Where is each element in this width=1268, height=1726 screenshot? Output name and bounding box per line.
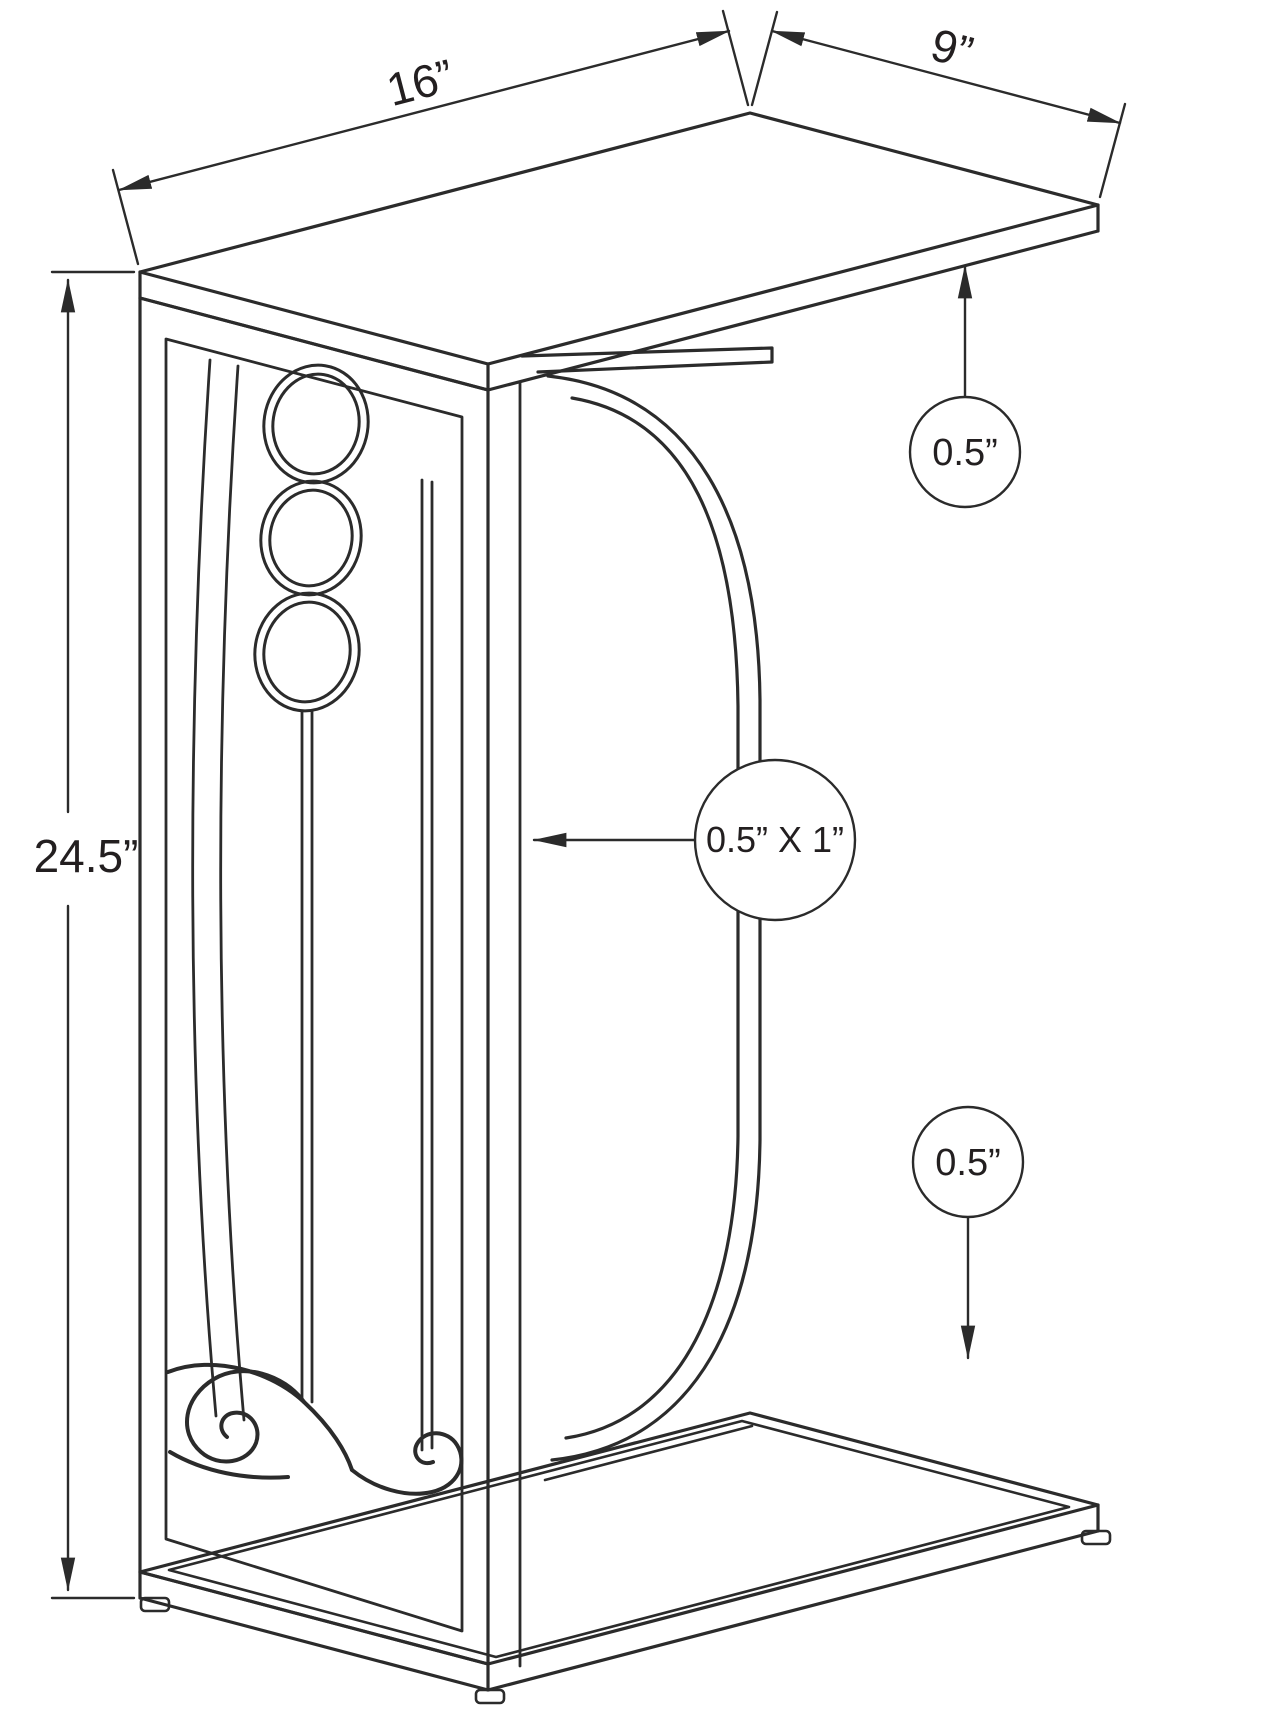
base-shelf <box>138 1411 1100 1692</box>
table-drawing <box>138 111 1112 1705</box>
ring-middle-inner <box>268 488 354 588</box>
decorative-scrolls <box>166 1362 464 1496</box>
callout-top-thickness: 0.5” <box>908 264 1022 509</box>
callout-circle <box>911 1105 1025 1219</box>
left-long-curve-b <box>219 364 246 1422</box>
scroll-left-spiral <box>185 1369 306 1464</box>
dimension-line <box>117 29 731 192</box>
callout-label-base-thickness: 0.5” <box>935 1142 1000 1184</box>
base-back-rail <box>543 1424 754 1482</box>
tabletop-surface <box>138 111 1100 366</box>
center-rod <box>300 709 314 1404</box>
extension-line-right <box>721 9 750 107</box>
support-curve-inner <box>564 396 740 1440</box>
callout-label-frame-tube: 0.5” X 1” <box>706 819 844 860</box>
base-thickness-edges <box>138 1503 1100 1692</box>
support-top-rail <box>520 346 774 374</box>
scroll-right-spiral <box>350 1431 464 1496</box>
callout-circle <box>908 395 1022 509</box>
tabletop <box>138 111 1100 392</box>
panel-inner-frame <box>164 337 464 1633</box>
dimension-label-9: 9” <box>926 18 979 79</box>
decorative-rings <box>253 363 370 713</box>
extension-line-left <box>111 168 140 266</box>
support-curve-outer <box>546 374 762 1462</box>
base-top-face <box>138 1411 1100 1666</box>
feet <box>139 1529 1112 1705</box>
callout-label-top-thickness: 0.5” <box>932 432 997 474</box>
foot-right <box>1080 1529 1112 1546</box>
dimension-height: 24.5” <box>34 270 139 1600</box>
ring-bottom-inner <box>262 600 352 704</box>
base-inner-lip <box>167 1419 1071 1659</box>
right-rod <box>420 478 434 1452</box>
ring-top-inner <box>271 372 361 476</box>
callout-base-thickness: 0.5” <box>911 1105 1025 1360</box>
foot-left <box>139 1596 171 1613</box>
extension-line-left <box>750 10 779 107</box>
left-long-curve-a <box>191 358 218 1418</box>
dimension-label-height: 24.5” <box>34 830 139 882</box>
dimension-line <box>770 29 1122 125</box>
dimension-label-16: 16” <box>381 49 458 116</box>
decorative-rods <box>191 358 434 1452</box>
foot-front <box>474 1688 506 1705</box>
ring-bottom-outer <box>253 591 361 713</box>
scroll-lower-sweep <box>168 1450 290 1480</box>
scroll-sweep <box>166 1362 354 1472</box>
tabletop-thickness-edges <box>138 203 1100 392</box>
curved-support <box>520 346 774 1462</box>
callout-frame-tube: 0.5” X 1” <box>532 758 857 922</box>
